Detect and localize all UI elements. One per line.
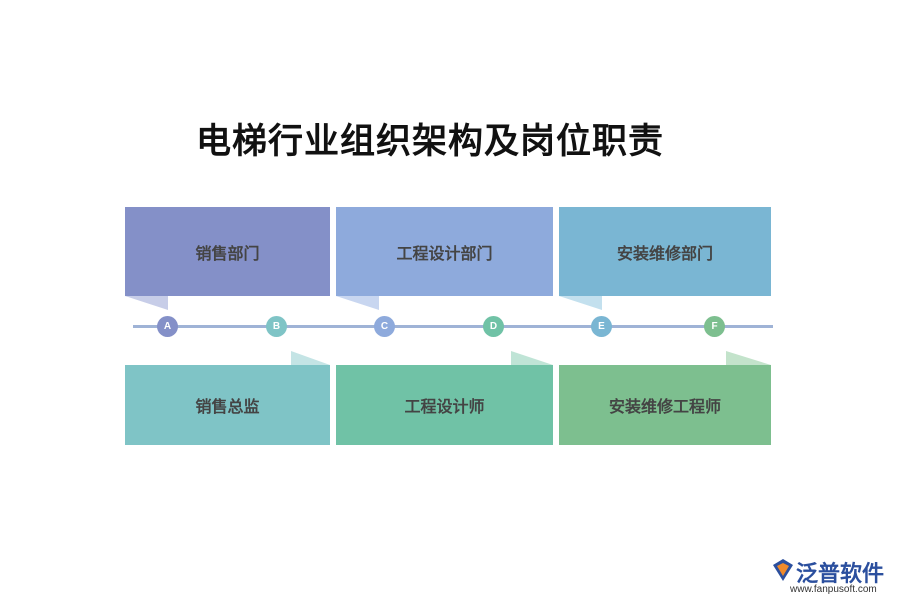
bottom-box-sales-director: 销售总监 [125, 365, 330, 445]
top-box-label: 安装维修部门 [616, 243, 713, 263]
bottom-box-tab [726, 351, 771, 365]
bottom-box-tab [511, 351, 553, 365]
top-box-label: 工程设计部门 [396, 243, 493, 263]
timeline-dot-c: C [374, 316, 395, 337]
top-box-tab [125, 296, 168, 310]
top-box-sales-dept: 销售部门 [125, 207, 330, 296]
bottom-box-installation-engineer: 安装维修工程师 [559, 365, 771, 445]
top-box-tab [559, 296, 602, 310]
logo-mark-icon [773, 559, 793, 581]
timeline-line [133, 325, 773, 328]
timeline-dot-d: D [483, 316, 504, 337]
diagram-title: 电梯行业组织架构及岗位职责 [195, 122, 664, 162]
timeline-dot-a: A [157, 316, 178, 337]
timeline-dot-e: E [591, 316, 612, 337]
logo-url: www.fanpusoft.com [790, 584, 877, 595]
top-box-installation-dept: 安装维修部门 [559, 207, 771, 296]
top-box-label: 销售部门 [195, 243, 260, 263]
logo-name: 泛普软件 [796, 562, 885, 587]
top-box-tab [336, 296, 379, 310]
bottom-box-tab [291, 351, 330, 365]
bottom-box-label: 销售总监 [195, 397, 260, 416]
top-box-engineering-dept: 工程设计部门 [336, 207, 553, 296]
bottom-box-label: 安装维修工程师 [608, 397, 721, 416]
bottom-box-design-engineer: 工程设计师 [336, 365, 553, 445]
bottom-box-label: 工程设计师 [404, 397, 485, 416]
company-logo: 泛普软件 www.fanpusoft.com [770, 553, 892, 595]
timeline-dot-f: F [704, 316, 725, 337]
timeline-dot-b: B [266, 316, 287, 337]
